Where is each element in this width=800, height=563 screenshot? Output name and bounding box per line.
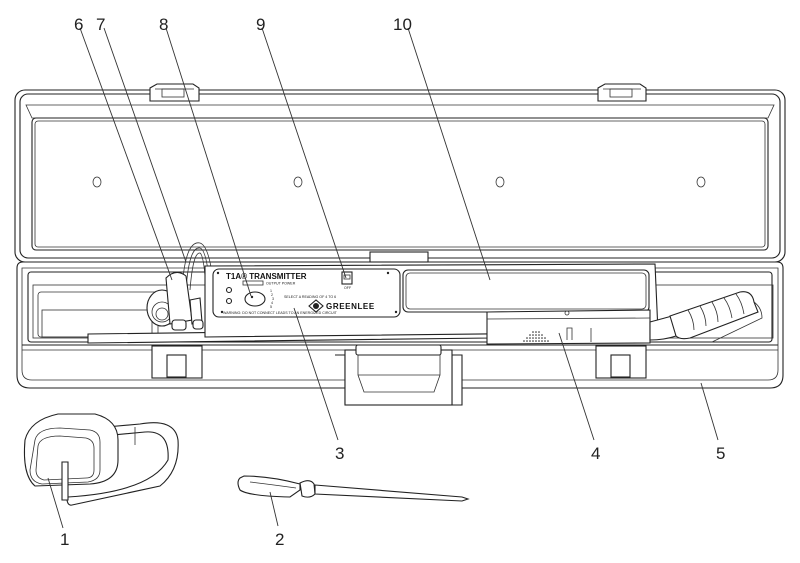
callout-4: 4 xyxy=(591,444,600,463)
lead-jack xyxy=(225,286,233,294)
svg-text:2: 2 xyxy=(271,293,273,297)
lid-hole xyxy=(696,176,706,188)
svg-text:GREENLEE: GREENLEE xyxy=(326,302,375,311)
switch-label: OFF xyxy=(344,286,352,290)
speaker-grille xyxy=(523,331,549,342)
test-leads xyxy=(146,242,215,331)
receiver-cable xyxy=(649,291,763,343)
svg-text:1: 1 xyxy=(270,289,272,293)
leader-10 xyxy=(407,27,491,281)
lid-hinge-left xyxy=(149,83,200,102)
headphones xyxy=(23,413,179,506)
case-lid xyxy=(14,83,786,263)
output-power-label: OUTPUT POWER xyxy=(266,282,296,286)
lid-hole xyxy=(92,176,102,188)
transmitter-title: T1A® TRANSMITTER xyxy=(226,272,307,281)
lead-jack xyxy=(225,297,233,305)
leader-9 xyxy=(261,27,347,279)
latch-left xyxy=(151,345,203,379)
callout-5: 5 xyxy=(716,444,725,463)
svg-text:3: 3 xyxy=(272,297,274,301)
callout-8: 8 xyxy=(159,15,168,34)
callout-9: 9 xyxy=(256,15,265,34)
leader-5 xyxy=(700,382,719,441)
power-dial xyxy=(244,291,266,307)
leader-7 xyxy=(103,27,187,263)
screwdriver xyxy=(237,475,470,502)
leader-lines xyxy=(47,27,719,529)
svg-text:4: 4 xyxy=(271,301,273,305)
case-handle xyxy=(335,344,463,406)
storage-compartment xyxy=(402,269,650,313)
lid-hole xyxy=(495,176,505,188)
select-reading-label: SELECT A READING OF 4 TO 6 xyxy=(284,295,336,299)
warning-label: WARNING: DO NOT CONNECT LEADS TO AN ENER… xyxy=(223,311,338,315)
leader-4 xyxy=(558,332,595,441)
receiver xyxy=(486,309,651,345)
callout-1: 1 xyxy=(60,530,69,549)
leader-6 xyxy=(79,27,173,281)
greenlee-logo: GREENLEE xyxy=(308,299,375,313)
power-switch xyxy=(341,271,353,285)
lid-hole xyxy=(293,176,303,188)
latch-right xyxy=(595,345,647,379)
leader-2 xyxy=(269,491,279,527)
leader-8 xyxy=(165,27,252,297)
dial-positions: 1 2 3 4 5 xyxy=(270,289,274,309)
svg-text:5: 5 xyxy=(270,305,272,309)
lid-hinge-right xyxy=(597,83,647,102)
callout-7: 7 xyxy=(96,15,105,34)
callout-10: 10 xyxy=(393,15,412,34)
callout-labels: 6 7 8 9 10 3 4 5 1 2 xyxy=(60,15,725,549)
callout-2: 2 xyxy=(275,530,284,549)
leader-3 xyxy=(293,307,339,441)
callout-3: 3 xyxy=(335,444,344,463)
leader-1 xyxy=(47,477,64,529)
callout-6: 6 xyxy=(74,15,83,34)
